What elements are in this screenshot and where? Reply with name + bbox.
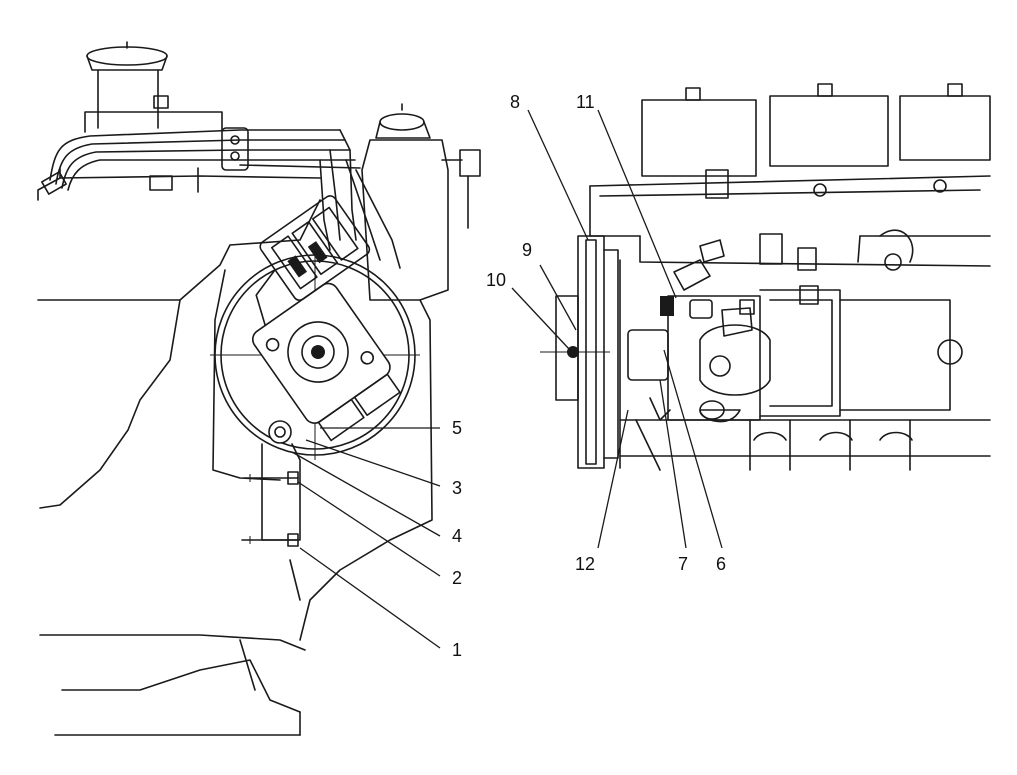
callout-4: 4 (452, 526, 462, 546)
callout-11: 11 (576, 92, 595, 112)
callout-1: 1 (452, 640, 462, 660)
rocker-cover (37, 111, 321, 201)
pump-bracket (241, 420, 301, 547)
callout-labels: 5 3 4 2 1 8 11 9 10 12 7 6 (452, 92, 726, 660)
callout-2: 2 (452, 568, 462, 588)
filler-cap (86, 41, 169, 129)
crankcase-right (619, 259, 991, 471)
right-leaders (511, 109, 723, 549)
filter-canisters (641, 83, 991, 177)
callout-9: 9 (522, 240, 532, 260)
callout-12: 12 (575, 554, 595, 574)
left-view (37, 41, 481, 736)
left-leaders (291, 427, 441, 649)
fuel-filter (361, 103, 481, 301)
callout-5: 5 (452, 418, 462, 438)
pump-side-view (627, 229, 963, 423)
injector-pipes (41, 127, 401, 269)
crank-pulley (540, 235, 619, 469)
callout-6: 6 (716, 554, 726, 574)
callout-8: 8 (510, 92, 520, 112)
right-view (511, 83, 991, 549)
callout-7: 7 (678, 554, 688, 574)
cylinder-head (589, 169, 991, 267)
callout-3: 3 (452, 478, 462, 498)
callout-10: 10 (486, 270, 506, 290)
injection-pump (251, 195, 401, 442)
